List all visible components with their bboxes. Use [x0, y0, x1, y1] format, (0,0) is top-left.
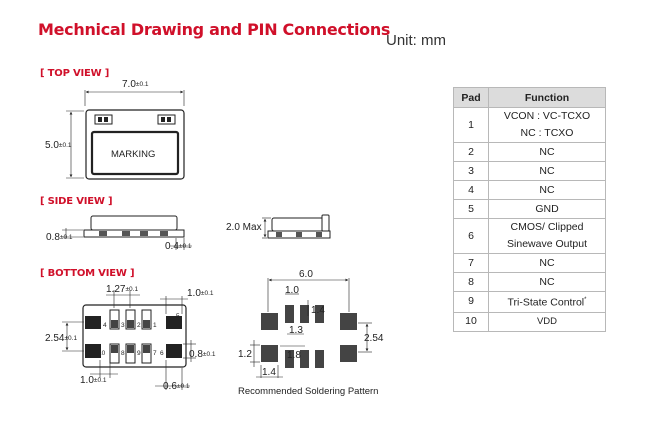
pin-number: 2 [137, 322, 141, 329]
page-title: Mechnical Drawing and PIN Connections [38, 20, 391, 39]
pad-cell: 1 [453, 107, 489, 143]
bottom-outline [82, 304, 187, 368]
unit-label: Unit: mm [386, 32, 446, 49]
col-pad: Pad [453, 87, 489, 108]
pad-cell: 7 [453, 253, 489, 273]
table-row: 6 CMOS/ Clipped Sinewave Output [453, 218, 606, 254]
pin-number: 5 [176, 313, 180, 320]
package-lid [90, 130, 180, 176]
table-row: 10 VDD [453, 311, 606, 332]
function-cell: CMOS/ Clipped Sinewave Output [488, 218, 606, 254]
top-width-label: 7.0±0.1 [122, 79, 149, 90]
sp-d1-label: 1.0 [285, 285, 299, 296]
side-thickness-label: 0.8±0.1 [46, 232, 73, 243]
pad-cell: 4 [453, 180, 489, 200]
table-row: 5 GND [453, 199, 606, 219]
pad-cell: 5 [453, 199, 489, 219]
top-height-label: 5.0±0.1 [45, 140, 72, 151]
sp-d7-label: 1.4 [262, 367, 276, 378]
table-row: 7 NC [453, 253, 606, 273]
table-row: 1 VCON : VC-TCXO NC : TCXO [453, 107, 606, 143]
pin-function-table: Pad Function 1 VCON : VC-TCXO NC : TCXO … [453, 87, 606, 332]
edge-label: 0.6±0.1 [163, 381, 190, 392]
function-cell: NC [488, 180, 606, 200]
pad-height-label: 0.8±0.1 [189, 349, 216, 360]
pin-number: 10 [98, 350, 106, 357]
function-cell: GND [488, 199, 606, 219]
top-view: 7.0±0.1 5.0±0.1 MARKING [45, 79, 185, 180]
sp-d2-label: 1.4 [311, 305, 325, 316]
pin-number: 9 [137, 350, 141, 357]
pin-number: 6 [160, 350, 164, 357]
sp-d4-label: 2.54 [364, 333, 384, 344]
pin-number: 3 [121, 322, 125, 329]
pitch-label: 1.27±0.1 [106, 284, 138, 295]
soldering-caption: Recommended Soldering Pattern [238, 386, 378, 397]
side-view-left: 0.8±0.1 0.4±0.1 [46, 215, 192, 252]
top-view-heading: [ TOP VIEW ] [40, 68, 110, 79]
pin-number: 7 [153, 350, 157, 357]
function-cell: NC [488, 161, 606, 181]
function-cell: VDD [488, 311, 606, 332]
marking-label: MARKING [111, 149, 155, 160]
pin-number: 8 [121, 350, 125, 357]
table-row: 4 NC [453, 180, 606, 200]
bottom-view: 4 3 2 1 5 10 8 9 7 6 1.27±0.1 1.0±0.1 2.… [45, 284, 216, 392]
side-view-right: 2.0 Max [226, 214, 331, 239]
pad-cell: 9 [453, 291, 489, 313]
function-cell: NC [488, 253, 606, 273]
table-row: 3 NC [453, 161, 606, 181]
pad-cell: 3 [453, 161, 489, 181]
pad-cell: 6 [453, 218, 489, 254]
pad-cell: 8 [453, 272, 489, 292]
row-gap-label: 2.54±0.1 [45, 333, 77, 344]
soldering-pattern: 6.0 1.0 1.4 1.3 2.54 1.2 1.8 1.4 Recomme… [238, 269, 384, 397]
side-max-height-label: 2.0 Max [226, 222, 262, 233]
pad-width-2-label: 1.0±0.1 [80, 375, 107, 386]
sp-width-label: 6.0 [299, 269, 313, 280]
function-cell: NC [488, 142, 606, 162]
pad-width-label: 1.0±0.1 [187, 288, 214, 299]
function-cell: Tri-State Control* [488, 291, 606, 313]
col-function: Function [488, 87, 606, 108]
table-row: 9 Tri-State Control* [453, 291, 606, 313]
pad-cell: 10 [453, 311, 489, 332]
sp-d6-label: 1.8 [287, 350, 301, 361]
bottom-view-heading: [ BOTTOM VIEW ] [40, 268, 135, 279]
sp-d3-label: 1.3 [289, 325, 303, 336]
table-row: 2 NC [453, 142, 606, 162]
sp-d5-label: 1.2 [238, 349, 252, 360]
pad-cell: 2 [453, 142, 489, 162]
function-cell: VCON : VC-TCXO NC : TCXO [488, 107, 606, 143]
function-cell: NC [488, 272, 606, 292]
pin-number: 4 [103, 322, 107, 329]
pin-number: 1 [153, 322, 157, 329]
side-view-heading: [ SIDE VIEW ] [40, 196, 113, 207]
table-row: 8 NC [453, 272, 606, 292]
side-offset-label: 0.4±0.1 [165, 241, 192, 252]
